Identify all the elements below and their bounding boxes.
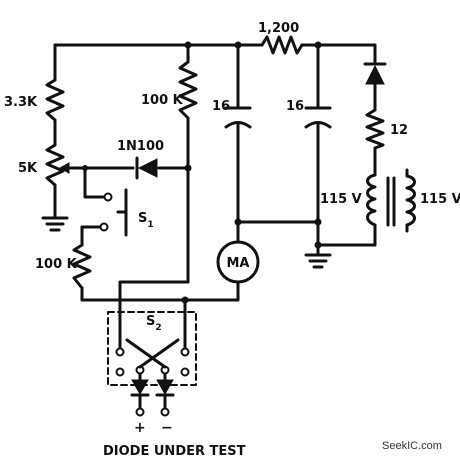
label-s2: S2 — [146, 314, 162, 333]
label-terminal-minus: − — [161, 420, 173, 436]
label-s1-main: S — [138, 211, 147, 226]
junction-dots — [82, 41, 322, 304]
ground-left — [41, 216, 69, 232]
label-3-3k: 3.3K — [4, 95, 38, 110]
ground-right — [304, 243, 332, 269]
label-transformer-secondary: 115 V — [420, 192, 460, 207]
label-s2-main: S — [146, 314, 155, 329]
label-cap-right: 16 — [286, 99, 304, 114]
diode-1n100 — [135, 156, 158, 180]
label-s2-sub: 2 — [155, 323, 161, 333]
label-s1-sub: 1 — [147, 220, 153, 230]
label-1200: 1,200 — [258, 21, 299, 36]
transformer — [366, 168, 416, 233]
label-meter: MA — [227, 256, 250, 271]
label-100k-bottom: 100 K — [35, 257, 78, 272]
capacitor-right-16 — [304, 106, 332, 129]
label-1n100: 1N100 — [117, 139, 164, 154]
rectifier-diode — [363, 62, 387, 85]
caption: DIODE UNDER TEST — [103, 444, 246, 459]
label-100k-top: 100 K — [141, 93, 184, 108]
resistor-100k-bottom — [72, 243, 92, 290]
milliammeter — [216, 240, 260, 284]
watermark: SeekIC.com — [382, 440, 442, 452]
label-5k: 5K — [18, 161, 38, 176]
label-12: 12 — [390, 123, 408, 138]
capacitor-left-16 — [224, 106, 252, 129]
wires — [53, 43, 377, 339]
switch-s2 — [107, 311, 197, 417]
resistor-100k-top — [178, 60, 198, 120]
potentiometer-5k — [45, 143, 80, 187]
label-transformer-primary: 115 V — [320, 192, 362, 207]
label-terminal-plus: + — [134, 420, 146, 436]
switch-s1 — [99, 188, 128, 237]
resistor-1200 — [260, 35, 304, 55]
resistor-12 — [365, 108, 385, 150]
label-s1: S1 — [138, 211, 154, 230]
resistor-3-3k — [45, 78, 65, 122]
label-cap-left: 16 — [212, 99, 230, 114]
